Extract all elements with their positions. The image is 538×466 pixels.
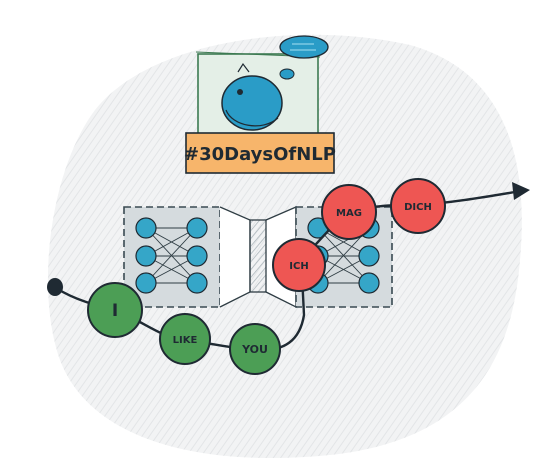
neuron — [186, 217, 208, 239]
neuron — [135, 272, 157, 294]
encoder-word-label: YOU — [241, 343, 268, 356]
context-vector — [249, 219, 267, 293]
decoder-word-label: MAG — [336, 208, 362, 219]
banner-box — [185, 132, 335, 174]
arrow-head-icon — [512, 182, 530, 200]
encoder-word-you: YOU — [229, 323, 281, 375]
neuron — [358, 245, 380, 267]
decoder-word-label: ICH — [289, 261, 308, 272]
neuron — [358, 272, 380, 294]
neuron — [186, 245, 208, 267]
neuron — [135, 245, 157, 267]
neuron — [186, 272, 208, 294]
banner-text: #30DaysOfNLP — [184, 144, 336, 165]
decoder-word-dich: DICH — [390, 178, 446, 234]
speech-bubble-icon — [279, 35, 329, 59]
decoder-word-ich: ICH — [272, 238, 326, 292]
decoder-word-mag: MAG — [321, 184, 377, 240]
encoder-word-i: I — [87, 282, 143, 338]
decoder-word-label: DICH — [404, 202, 432, 213]
encoder-word-label: LIKE — [173, 335, 198, 346]
banner-picture: #30DaysOfNLP — [184, 35, 336, 174]
encoder-network — [123, 206, 221, 308]
neuron — [135, 217, 157, 239]
encoder-word-label: I — [112, 301, 118, 321]
cartoon-head-icon — [221, 62, 295, 131]
sequence-start-dot — [47, 278, 63, 296]
encoder-word-like: LIKE — [159, 313, 211, 365]
